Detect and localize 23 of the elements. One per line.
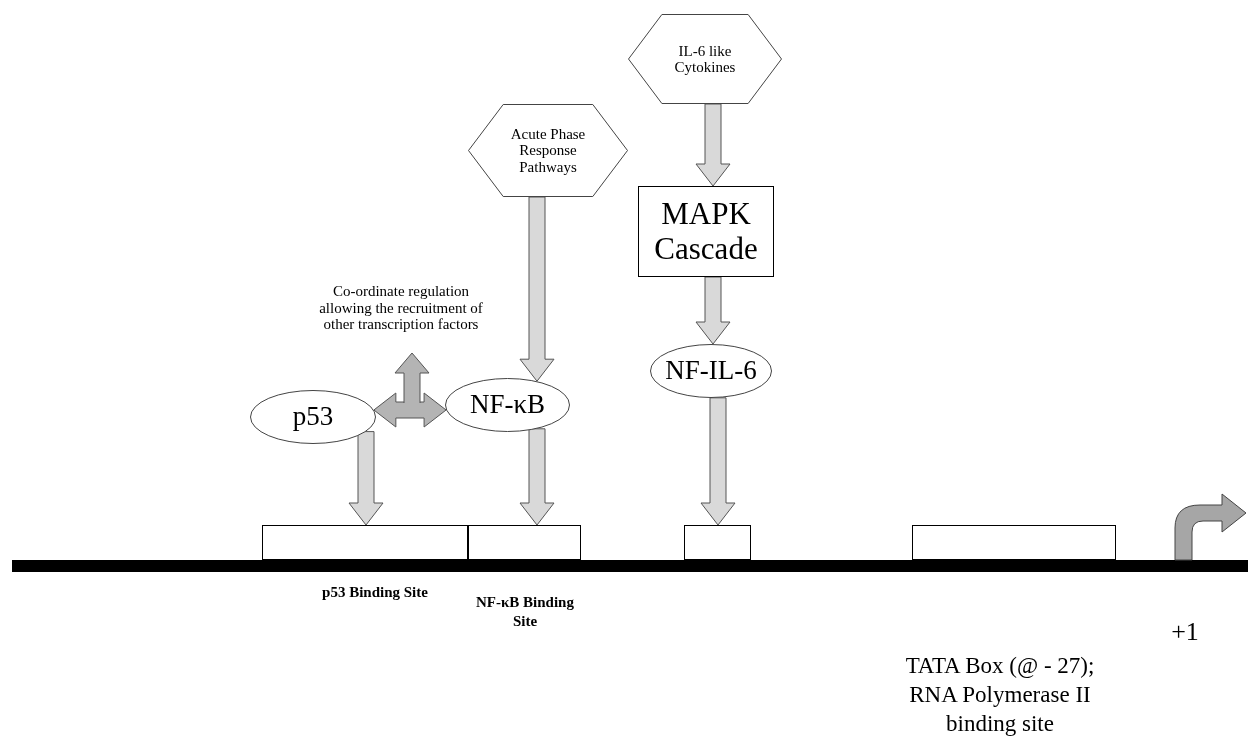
block-arrow <box>695 276 731 345</box>
block-arrow <box>695 103 731 187</box>
process-box: MAPK Cascade <box>638 186 774 277</box>
pathway-hexagon: Acute Phase Response Pathways <box>468 104 628 197</box>
factor-ellipse: p53 <box>250 390 376 444</box>
block-arrow <box>519 428 555 526</box>
binding-site-box <box>468 525 581 560</box>
factor-ellipse: NF-IL-6 <box>650 344 772 398</box>
cytokine-hexagon: IL-6 like Cytokines <box>628 14 782 104</box>
site-caption: NF-κB Binding Site <box>475 593 575 631</box>
note-text: Co-ordinate regulation allowing the recruitment of other transcription factors <box>306 263 496 353</box>
factor-ellipse: NF-κB <box>445 378 570 432</box>
site-caption: p53 Binding Site <box>321 583 429 602</box>
site-caption: TATA Box (@ - 27); RNA Polymerase II binding site <box>904 652 1096 738</box>
binding-site-box <box>684 525 751 560</box>
binding-site-box <box>912 525 1116 560</box>
block-arrow <box>519 196 555 382</box>
block-arrow <box>373 392 447 428</box>
block-arrow <box>394 352 430 404</box>
binding-site-box <box>262 525 468 560</box>
block-arrow <box>348 431 384 526</box>
position-label: +1 <box>1170 616 1200 648</box>
block-arrow <box>700 397 736 526</box>
